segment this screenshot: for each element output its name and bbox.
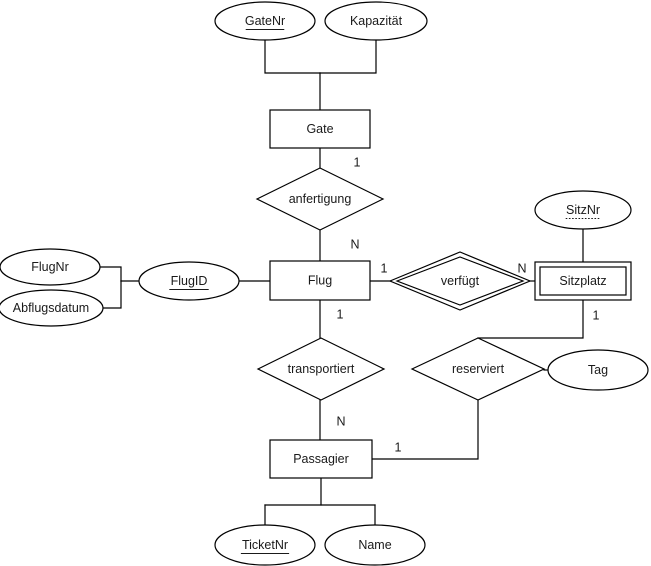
attribute-kapazitaet: Kapazität xyxy=(324,1,428,41)
cardinality-sitzplatz-reserviert: 1 xyxy=(593,308,600,322)
relationship-anfertigung: anfertigung xyxy=(255,167,385,231)
attribute-ellipse-name xyxy=(324,524,426,566)
attribute-label-kapazitaet: Kapazität xyxy=(350,14,403,28)
attribute-flugid: FlugID xyxy=(138,261,240,301)
weak-entity-inner-box-sitzplatz xyxy=(539,266,627,296)
attribute-label-flugnr: FlugNr xyxy=(31,260,69,274)
entity-gate: Gate xyxy=(269,109,371,149)
relationship-diamond-anfertigung xyxy=(255,167,385,231)
cardinality-anfertigung-flug: N xyxy=(350,237,359,251)
cardinality-gate-anfertigung: 1 xyxy=(354,155,361,169)
attribute-name: Name xyxy=(324,524,426,566)
gatenr-to-bracket xyxy=(264,39,321,74)
attribute-tag: Tag xyxy=(547,349,649,391)
relationship-label-anfertigung: anfertigung xyxy=(289,192,352,206)
entity-label-gate: Gate xyxy=(306,122,333,136)
attribute-ellipse-gatenr xyxy=(214,1,316,41)
entity-box-sitzplatz xyxy=(534,261,632,301)
kapazitaet-to-bracket xyxy=(319,39,377,74)
reserviert-to-passagier xyxy=(371,399,479,460)
relationship-label-verfuegt: verfügt xyxy=(441,274,480,288)
attribute-label-abflugsdatum: Abflugsdatum xyxy=(13,301,89,315)
attribute-label-gatenr: GateNr xyxy=(245,14,285,28)
cardinality-verfuegt-sitzplatz: N xyxy=(517,261,526,275)
cardinality-passagier-reserviert: 1 xyxy=(395,440,402,454)
attribute-ticketnr: TicketNr xyxy=(214,524,316,566)
entity-passagier: Passagier xyxy=(269,439,373,479)
attribute-ellipse-flugnr xyxy=(0,248,101,286)
entity-flug: Flug xyxy=(269,260,371,301)
entity-label-flug: Flug xyxy=(308,273,332,287)
entity-sitzplatz: Sitzplatz xyxy=(534,261,632,301)
entity-box-flug xyxy=(269,260,371,301)
relationship-transportiert: transportiert xyxy=(256,337,386,401)
entity-label-passagier: Passagier xyxy=(293,452,349,466)
entity-label-sitzplatz: Sitzplatz xyxy=(559,274,606,288)
entity-box-gate xyxy=(269,109,371,149)
relationship-verfuegt: verfügt xyxy=(388,251,532,311)
attribute-ellipse-sitznr xyxy=(534,190,632,230)
attribute-ellipse-tag xyxy=(547,349,649,391)
relationship-diamond-transportiert xyxy=(256,337,386,401)
cardinality-flug-verfuegt: 1 xyxy=(381,261,388,275)
abflugsdatum-to-bracket xyxy=(102,280,122,309)
sitzplatz-to-reserviert xyxy=(477,299,584,339)
attribute-label-flugid: FlugID xyxy=(171,274,208,288)
attribute-ellipse-abflugsdatum xyxy=(0,289,104,327)
attribute-ellipse-ticketnr xyxy=(214,524,316,566)
relationship-label-reserviert: reserviert xyxy=(452,362,505,376)
connector-layer xyxy=(99,39,584,526)
attribute-flugnr: FlugNr xyxy=(0,248,101,286)
attribute-label-ticketnr: TicketNr xyxy=(242,538,288,552)
identifying-relationship-inner-diamond-verfuegt xyxy=(395,256,525,306)
attribute-ellipse-kapazitaet xyxy=(324,1,428,41)
attribute-sitznr: SitzNr xyxy=(534,190,632,230)
attribute-abflugsdatum: Abflugsdatum xyxy=(0,289,104,327)
relationship-reserviert: reserviert xyxy=(410,337,546,401)
attribute-gatenr: GateNr xyxy=(214,1,316,41)
relationship-diamond-verfuegt xyxy=(388,251,532,311)
attribute-label-name: Name xyxy=(358,538,391,552)
cardinality-flug-transportiert: 1 xyxy=(337,307,344,321)
attribute-label-tag: Tag xyxy=(588,363,608,377)
relationship-label-transportiert: transportiert xyxy=(288,362,355,376)
attribute-label-sitznr: SitzNr xyxy=(566,203,600,217)
entity-box-passagier xyxy=(269,439,373,479)
flugnr-to-bracket xyxy=(99,266,122,282)
cardinality-transportiert-passagier: N xyxy=(336,414,345,428)
relationship-diamond-reserviert xyxy=(410,337,546,401)
attribute-ellipse-flugid xyxy=(138,261,240,301)
